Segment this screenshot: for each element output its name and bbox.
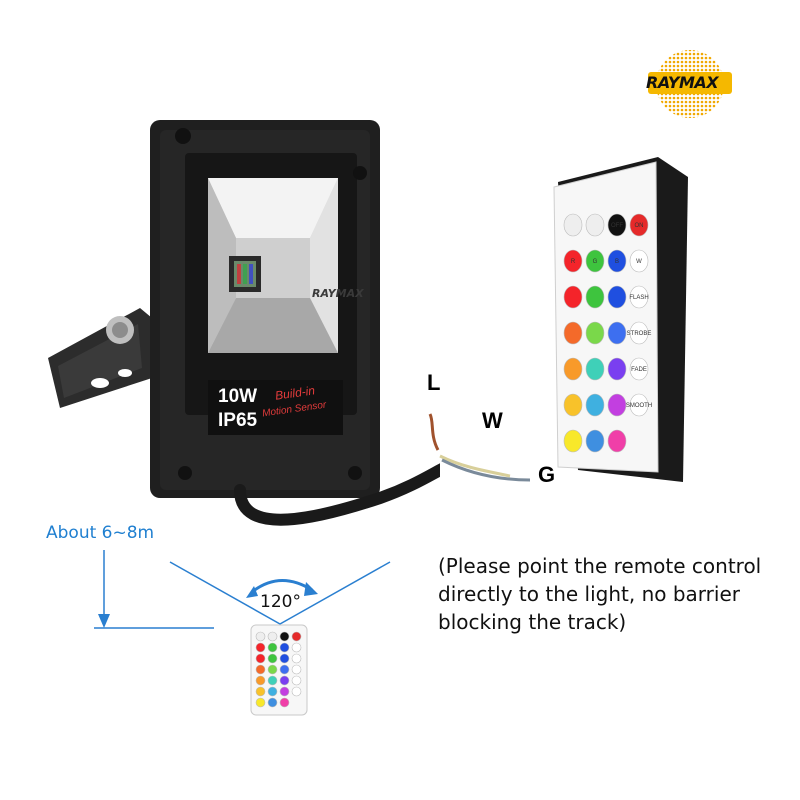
note-line-3: blocking the track) xyxy=(438,610,627,634)
angle-label: 120° xyxy=(260,592,301,612)
floodlight-graphic xyxy=(48,120,461,526)
mode-key-flash[interactable] xyxy=(291,653,302,664)
color-key[interactable] xyxy=(279,653,290,664)
instruction-note: (Please point the remote control directl… xyxy=(438,552,798,636)
mode-key-fade[interactable]: FADE xyxy=(629,357,649,381)
red-key-label: R xyxy=(571,259,576,265)
mode-key-flash[interactable]: FLASH xyxy=(629,285,649,309)
spec-power: 10W xyxy=(218,386,258,407)
mode-key-fade-label: FADE xyxy=(631,367,647,373)
color-key[interactable] xyxy=(563,393,583,417)
color-key[interactable] xyxy=(585,285,605,309)
color-key[interactable] xyxy=(607,393,627,417)
blue-key[interactable] xyxy=(279,642,290,653)
remote-large: OFF ON R G B W FLASH STROBE FADE SMOOTH xyxy=(548,152,708,492)
note-line-2: directly to the light, no barrier xyxy=(438,582,740,606)
brightness-up-key[interactable] xyxy=(563,213,583,237)
off-key[interactable] xyxy=(279,631,290,642)
color-key[interactable] xyxy=(585,429,605,453)
brightness-down-key[interactable] xyxy=(267,631,278,642)
mode-key-smooth-label: SMOOTH xyxy=(626,403,652,409)
mode-key-strobe[interactable] xyxy=(291,664,302,675)
color-key[interactable] xyxy=(563,429,583,453)
remote-large-graphic: OFF ON R G B W FLASH STROBE FADE SMOOTH xyxy=(553,157,688,482)
color-key[interactable] xyxy=(607,357,627,381)
color-key[interactable] xyxy=(563,285,583,309)
remote-small-graphic xyxy=(250,624,308,716)
on-key[interactable] xyxy=(291,631,302,642)
spec-ip: IP65 xyxy=(218,410,258,431)
color-key[interactable] xyxy=(255,697,266,708)
color-key[interactable] xyxy=(563,321,583,345)
color-key[interactable] xyxy=(267,686,278,697)
color-key[interactable] xyxy=(607,285,627,309)
on-key[interactable]: ON xyxy=(629,213,649,237)
brightness-down-key[interactable] xyxy=(585,213,605,237)
blue-key-label: B xyxy=(615,259,619,265)
wire-leads xyxy=(428,413,531,482)
white-key[interactable] xyxy=(291,642,302,653)
white-key[interactable]: W xyxy=(629,249,649,273)
mode-key-fade[interactable] xyxy=(291,675,302,686)
color-key[interactable] xyxy=(267,653,278,664)
brand-logo-text: RAYMAX xyxy=(646,73,719,92)
floodlight xyxy=(40,118,461,538)
color-key[interactable] xyxy=(607,321,627,345)
red-key[interactable]: R xyxy=(563,249,583,273)
mode-key-smooth[interactable] xyxy=(291,686,302,697)
color-key[interactable] xyxy=(267,675,278,686)
on-key-label: ON xyxy=(635,223,644,229)
brightness-up-key[interactable] xyxy=(255,631,266,642)
color-key[interactable] xyxy=(255,664,266,675)
color-key[interactable] xyxy=(255,675,266,686)
mode-key-flash-label: FLASH xyxy=(629,295,648,301)
mode-key-smooth[interactable]: SMOOTH xyxy=(626,393,652,417)
watermark: RAYMAX xyxy=(312,287,364,300)
off-key-label: OFF xyxy=(611,223,623,229)
off-key[interactable]: OFF xyxy=(607,213,627,237)
color-key[interactable] xyxy=(255,653,266,664)
distance-label: About 6~8m xyxy=(46,523,155,543)
range-diagram xyxy=(94,550,391,629)
green-key[interactable]: G xyxy=(585,249,605,273)
wire-label-l: L xyxy=(427,370,441,395)
remote-small xyxy=(250,624,310,716)
color-key[interactable] xyxy=(607,429,627,453)
white-key-label: W xyxy=(636,259,642,265)
color-key[interactable] xyxy=(585,393,605,417)
color-key[interactable] xyxy=(255,686,266,697)
color-key[interactable] xyxy=(279,697,290,708)
wire-label-w: W xyxy=(482,408,503,433)
green-key[interactable] xyxy=(267,642,278,653)
color-key[interactable] xyxy=(279,686,290,697)
red-key[interactable] xyxy=(255,642,266,653)
color-key[interactable] xyxy=(279,664,290,675)
color-key[interactable] xyxy=(267,697,278,708)
green-key-label: G xyxy=(593,259,598,265)
color-key[interactable] xyxy=(585,357,605,381)
mode-key-strobe-label: STROBE xyxy=(627,331,652,337)
color-key[interactable] xyxy=(279,675,290,686)
color-key[interactable] xyxy=(267,664,278,675)
color-key[interactable] xyxy=(585,321,605,345)
mode-key-strobe[interactable]: STROBE xyxy=(627,321,652,345)
wire-label-g: G xyxy=(538,462,556,487)
brand-logo xyxy=(648,44,732,122)
color-key[interactable] xyxy=(563,357,583,381)
note-line-1: (Please point the remote control xyxy=(438,554,762,578)
brand-logo-graphic xyxy=(648,50,732,118)
blue-key[interactable]: B xyxy=(607,249,627,273)
